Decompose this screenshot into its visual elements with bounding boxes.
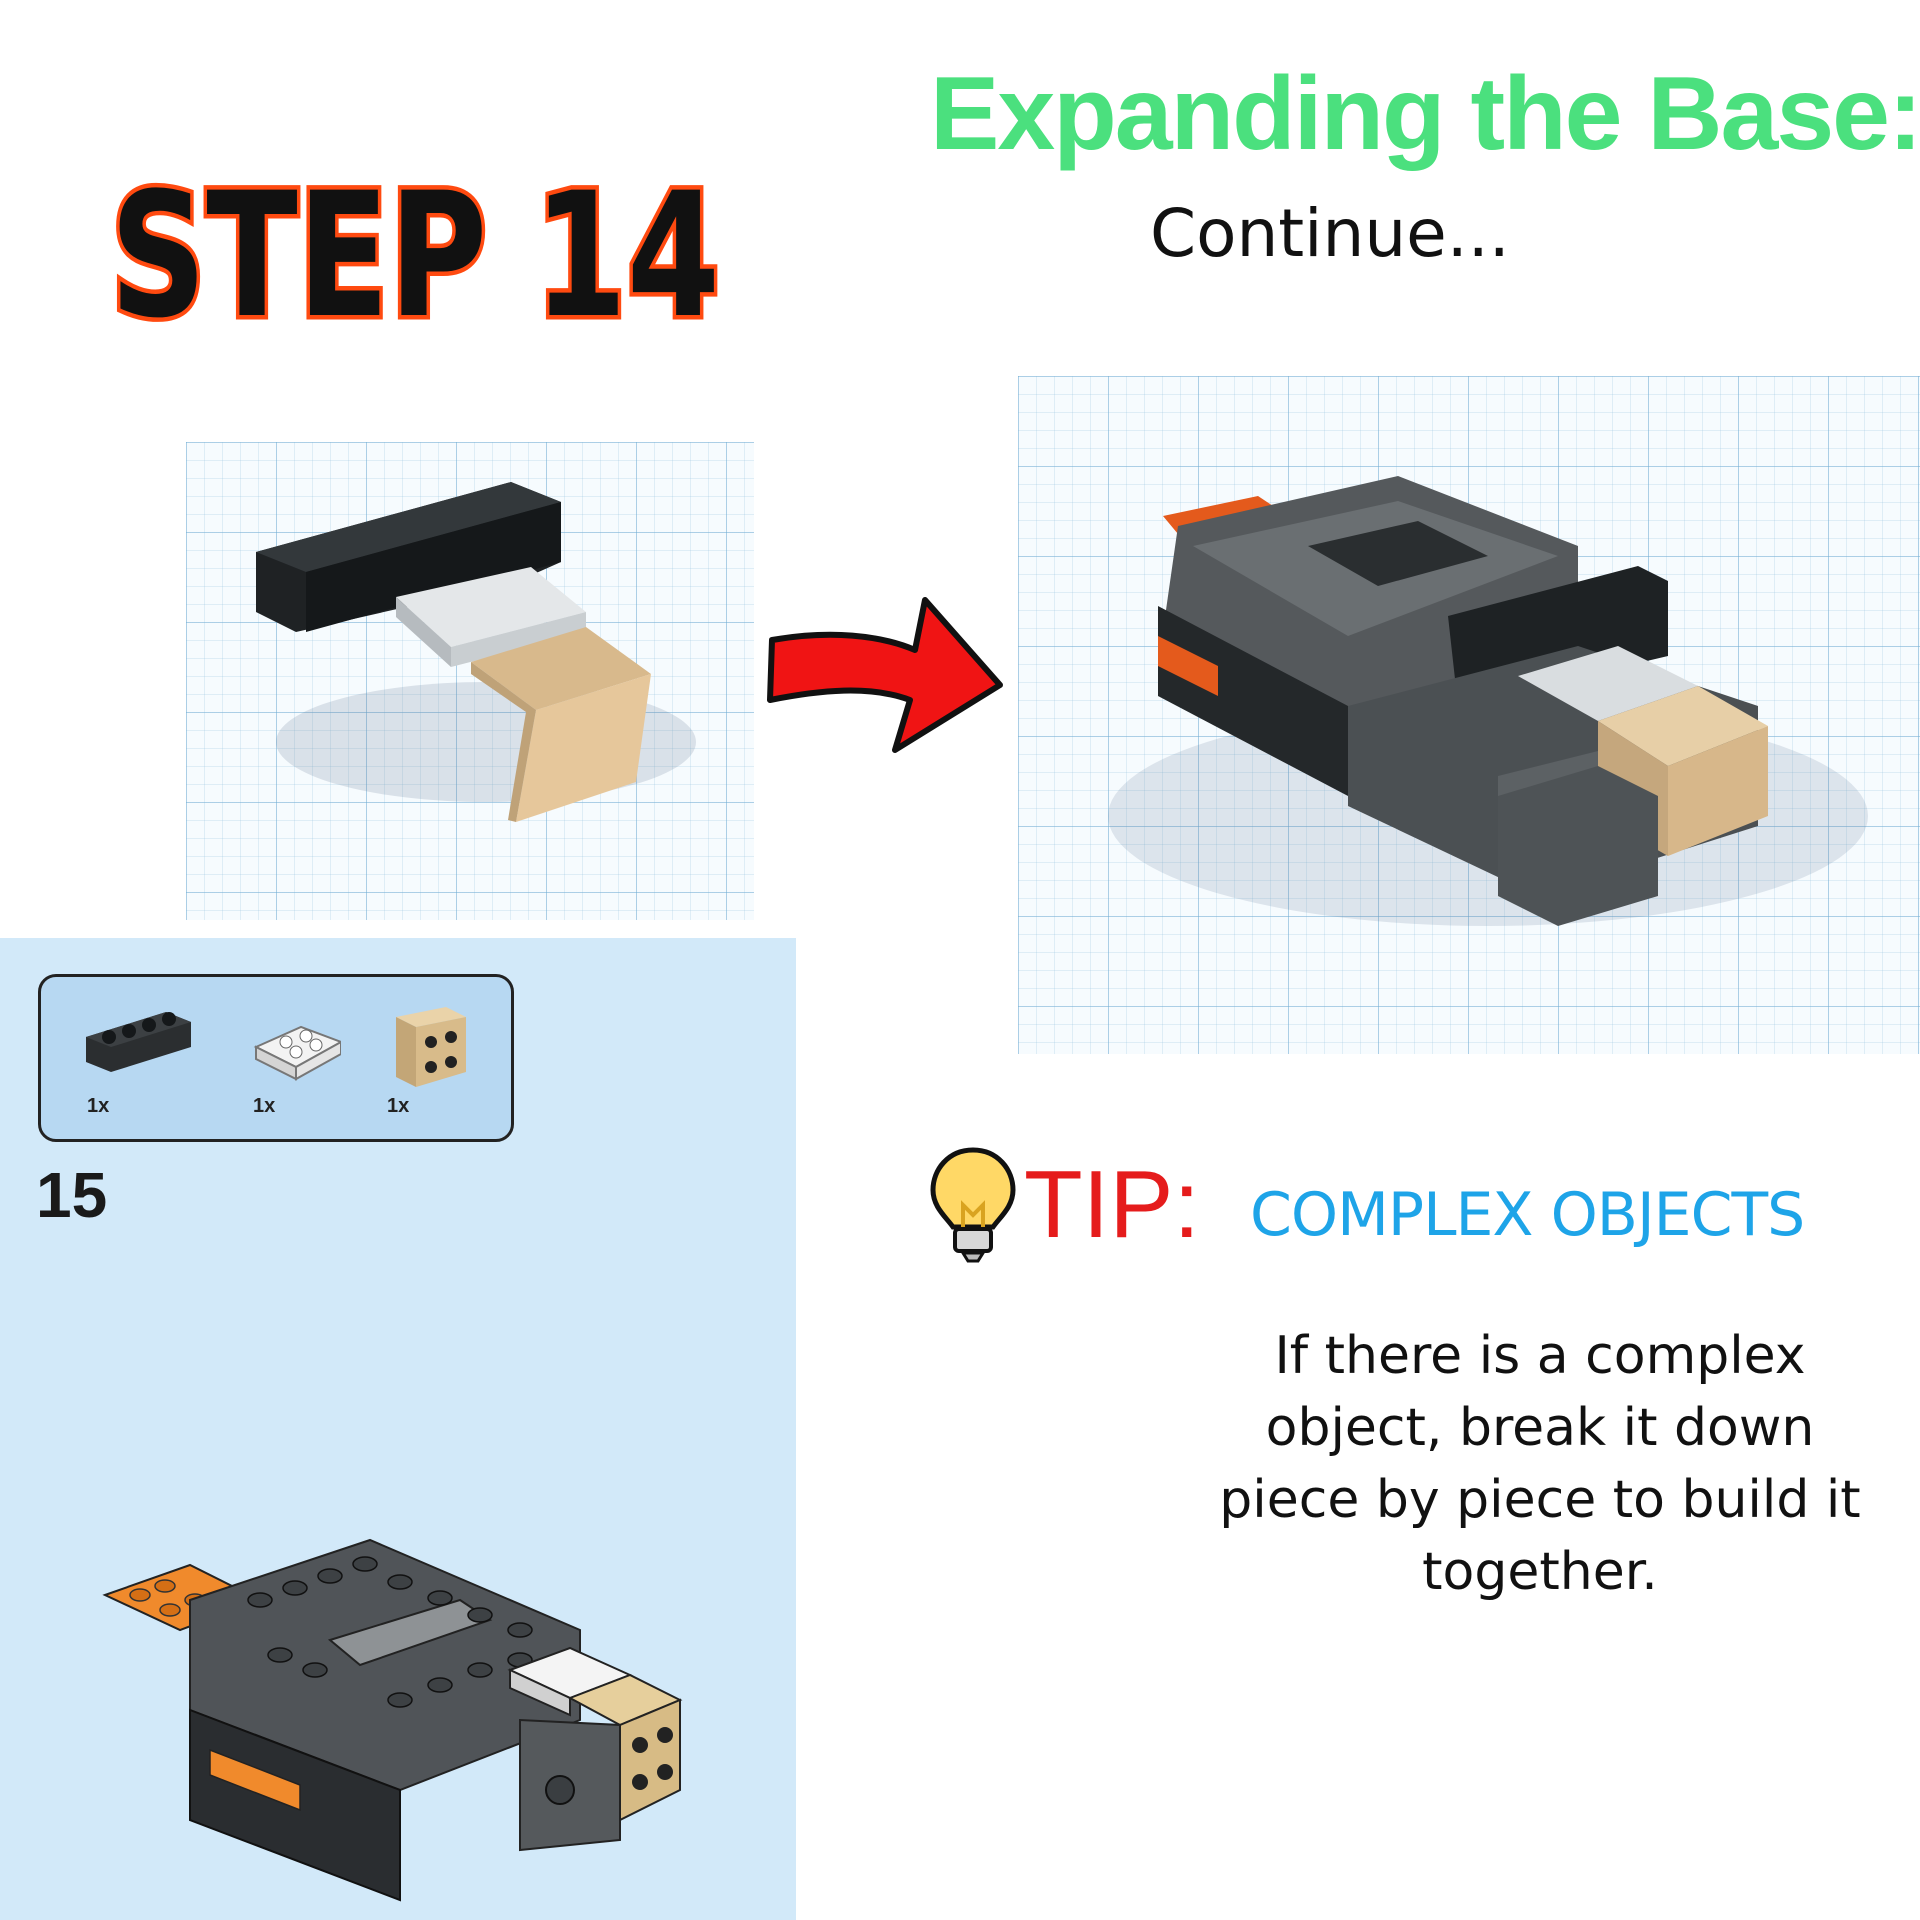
cad-view-assembled: [1018, 376, 1920, 1054]
cad-view-parts: [186, 442, 754, 920]
section-heading: Expanding the Base:: [930, 56, 1920, 172]
section-subheading: Continue...: [1150, 195, 1510, 272]
tip-topic: COMPLEX OBJECTS: [1250, 1180, 1805, 1250]
part-quantity: 1x: [387, 1095, 410, 1117]
black-brick-icon: [86, 1012, 191, 1072]
white-plate-icon: [253, 1025, 341, 1081]
part-quantity: 1x: [253, 1095, 276, 1117]
parts-list-box: 1x 1x 1x: [38, 974, 514, 1142]
part-quantity: 1x: [87, 1095, 110, 1117]
lightbulb-icon: [930, 1147, 1016, 1263]
instruction-step-number: 15: [36, 1159, 108, 1231]
assembly-3d-render: [1108, 476, 1868, 926]
parts-3d-render: [256, 482, 696, 822]
tan-bracket-icon: [396, 1007, 466, 1087]
step-title: STEP 14: [106, 151, 725, 351]
lego-model-illustration: [102, 1538, 683, 1902]
step-title-text: STEP 14: [110, 155, 720, 350]
red-curved-arrow-icon: [767, 597, 1003, 753]
tip-body-text: If there is a complex object, break it d…: [1219, 1326, 1861, 1602]
tip-label: TIP:: [1024, 1151, 1201, 1258]
